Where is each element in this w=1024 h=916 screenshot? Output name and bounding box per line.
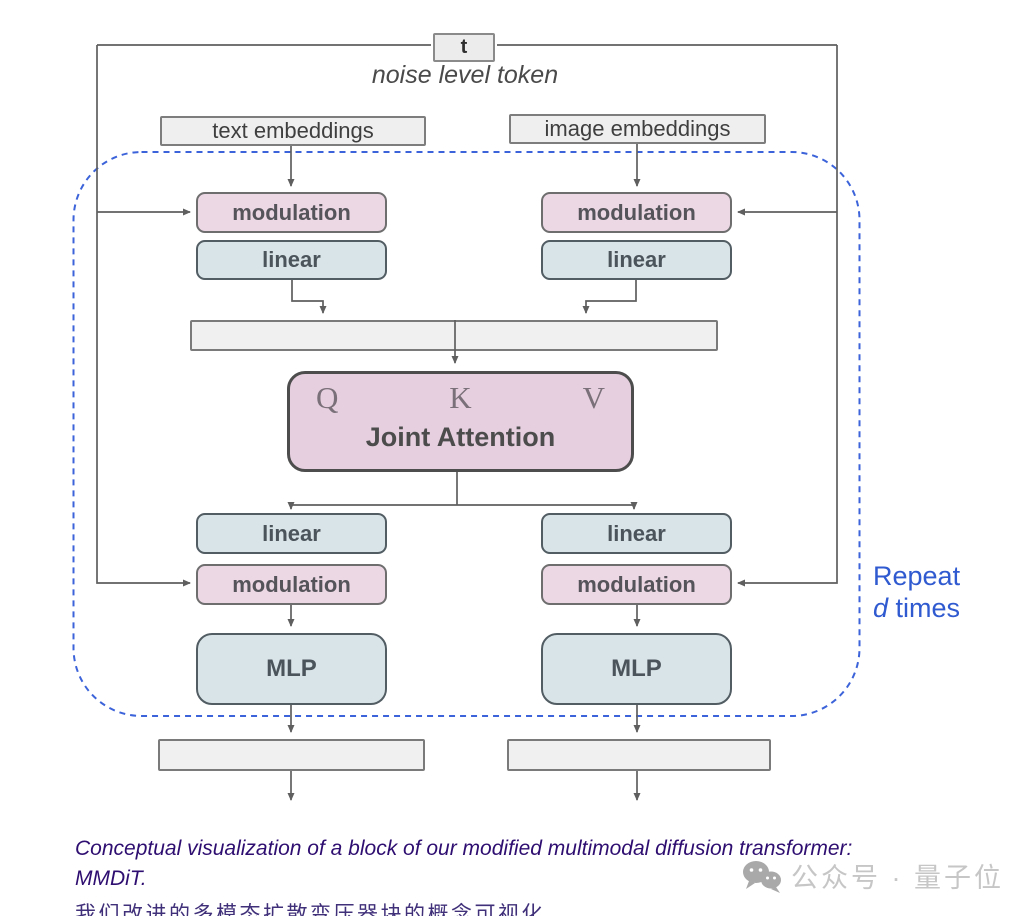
image-embeddings-box: image embeddings: [509, 114, 766, 144]
repeat-annotation: Repeat d times: [873, 561, 1023, 624]
modulation-box-image-pre: modulation: [541, 192, 732, 233]
v-label: V: [582, 380, 605, 415]
concat-sequence-bar: [190, 320, 718, 351]
caption-line2: MMDiT.: [75, 867, 147, 890]
qkv-row: Q K V: [290, 374, 631, 416]
linear-left-to-bar: [291, 280, 327, 314]
q-label: Q: [316, 380, 339, 415]
output-bar-image: [507, 739, 771, 771]
noise-token-box: t: [433, 33, 495, 62]
clipped-translation-text: 我们改进的多模态扩散变压器块的概念可视化: [75, 903, 545, 916]
linear-box-image-post: linear: [541, 513, 732, 554]
text-embeddings-box: text embeddings: [160, 116, 426, 146]
joint-attention-box: Q K V Joint Attention: [287, 371, 634, 472]
output-bar-text: [158, 739, 425, 771]
modulation-box-text-post: modulation: [196, 564, 387, 605]
k-label: K: [449, 380, 472, 415]
linear-box-text-post: linear: [196, 513, 387, 554]
repeat-word: Repeat: [873, 561, 961, 591]
mlp-box-text: MLP: [196, 633, 387, 705]
linear-box-image-pre: linear: [541, 240, 732, 280]
modulation-box-image-post: modulation: [541, 564, 732, 605]
linear-right-to-bar: [582, 280, 637, 314]
modulation-box-text-pre: modulation: [196, 192, 387, 233]
figure-caption: Conceptual visualization of a block of o…: [75, 834, 1005, 894]
repeat-d: d: [873, 592, 889, 623]
noise-level-token-label: noise level token: [371, 61, 559, 89]
mlp-box-image: MLP: [541, 633, 732, 705]
linear-box-text-pre: linear: [196, 240, 387, 280]
watermark-label: 公众号 · 量子位: [791, 863, 1004, 893]
wechat-icon: [743, 860, 781, 893]
repeat-times: times: [888, 592, 961, 623]
caption-line1: Conceptual visualization of a block of o…: [75, 837, 853, 860]
joint-attention-title: Joint Attention: [365, 422, 556, 452]
watermark: 公众号 · 量子位: [742, 856, 1004, 895]
